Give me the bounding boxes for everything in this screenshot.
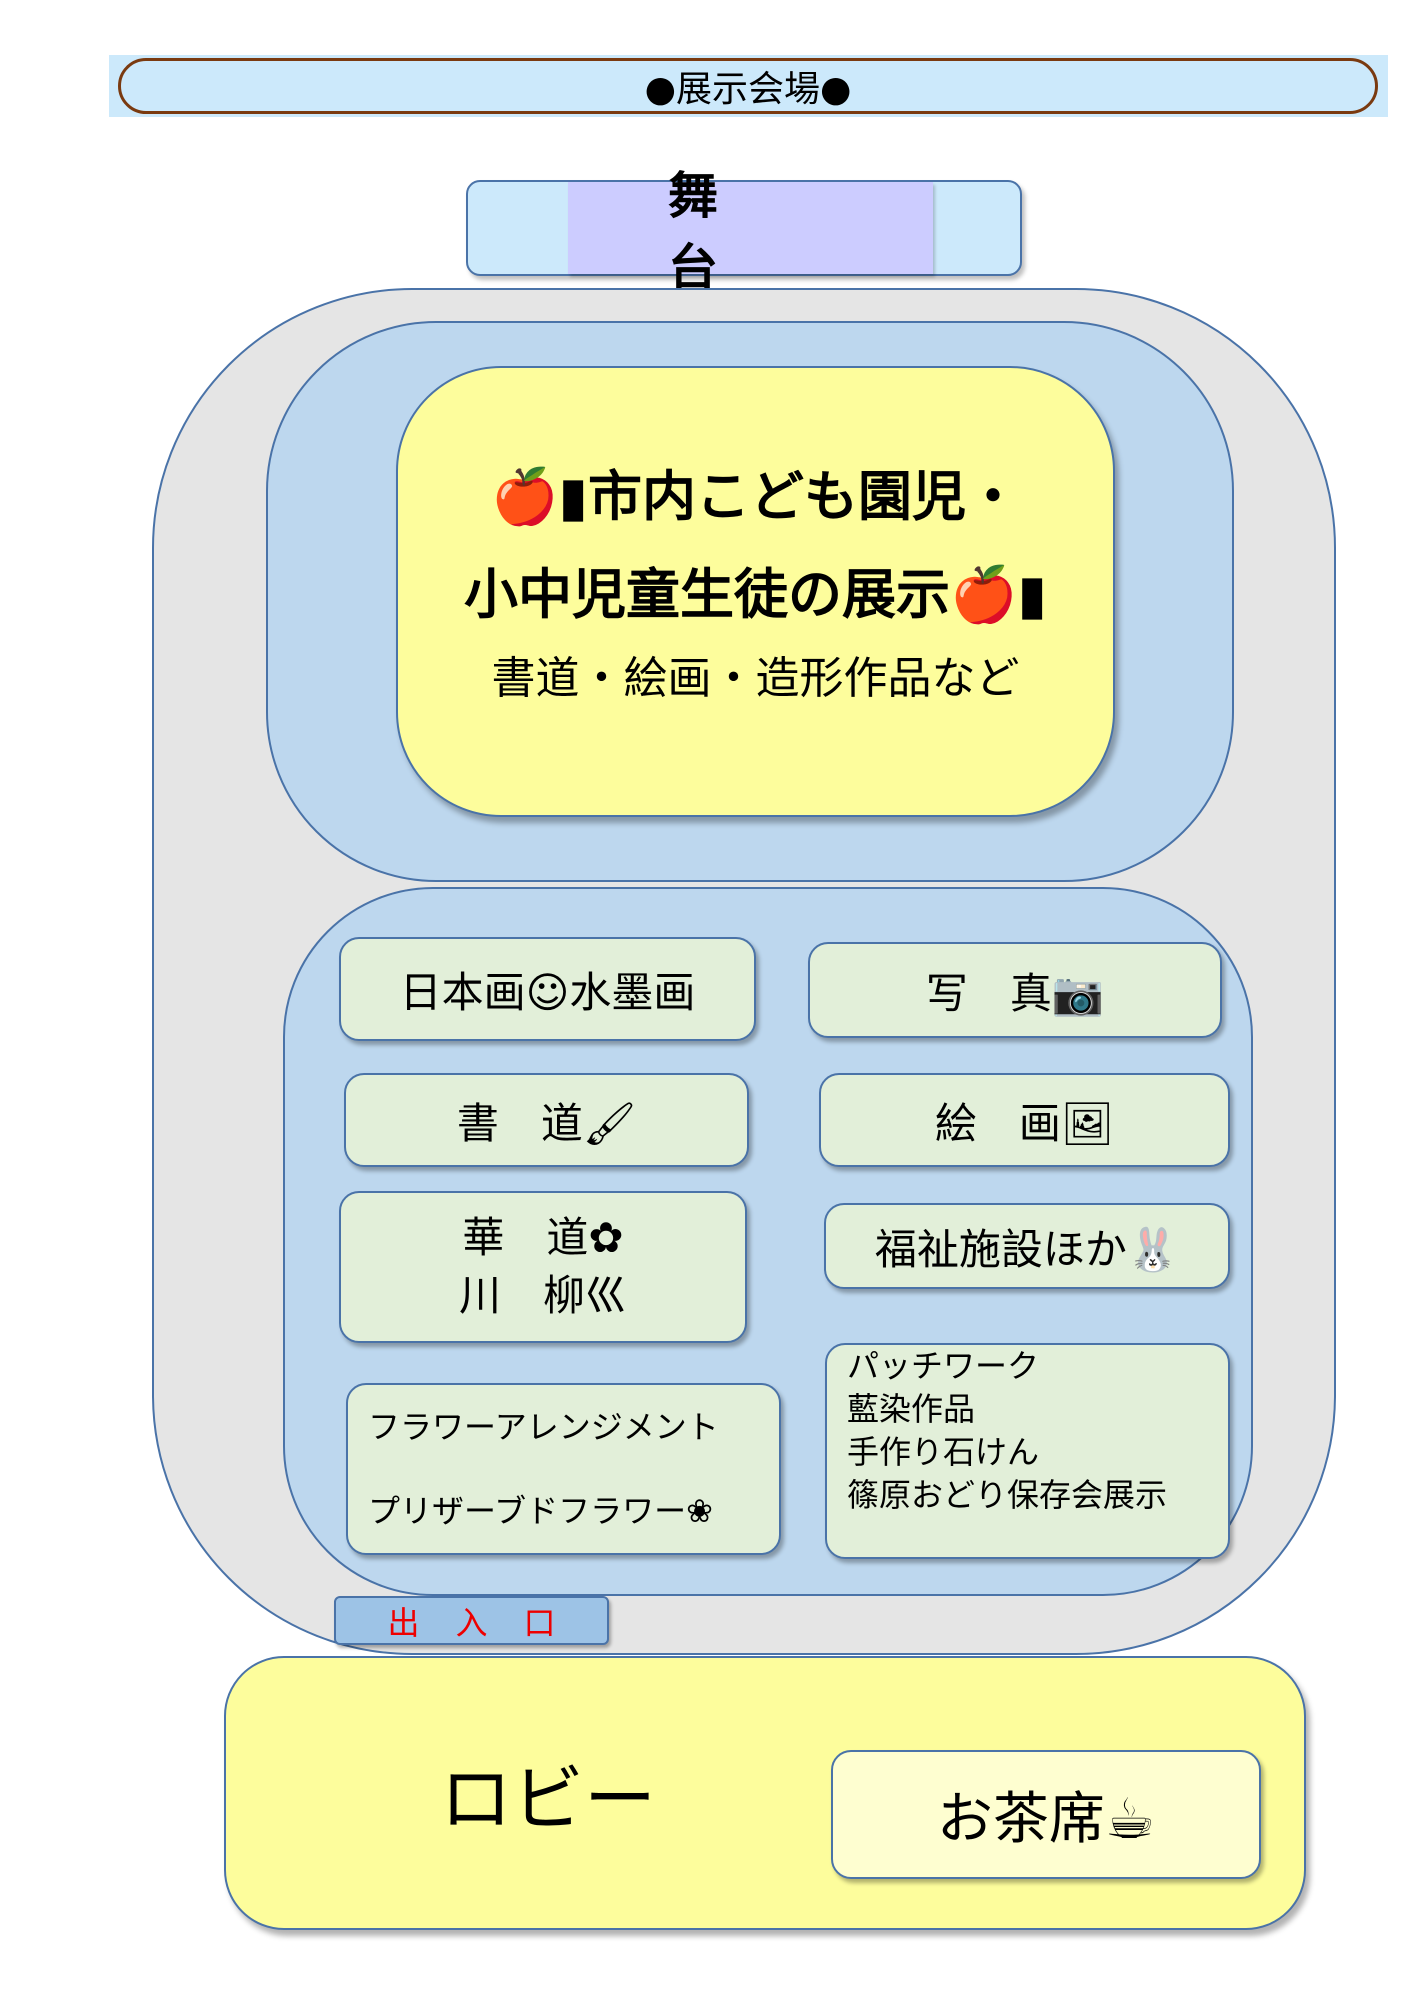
booth-label: 福祉施設ほか🐰 [874,1224,1180,1274]
booth-painting: 絵 画🖼 [819,1073,1230,1167]
title-banner-bg [109,55,1388,117]
children-exhibit-line3: 書道・絵画・造形作品など [491,653,1020,704]
stage-label: 舞台 [568,167,933,297]
booth-crafts: パッチワーク 藍染作品 手作り石けん 篠原おどり保存会展示 [825,1343,1230,1559]
booth-calligraphy: 書 道🖌 [344,1073,749,1167]
booth-label: 手作り石けん [847,1433,1040,1471]
booth-welfare: 福祉施設ほか🐰 [824,1203,1230,1289]
children-exhibit-line1: 🍎▮市内こども園児・ [491,465,1020,528]
booth-photo: 写 真📷 [808,942,1222,1038]
tea-label: お茶席☕ [936,1787,1156,1852]
booth-label: 藍染作品 [847,1390,976,1428]
booth-label: パッチワーク [847,1347,1040,1385]
booth-japanese-painting: 日本画☺水墨画 [339,937,756,1041]
booth-label: 川 柳巛 [458,1271,627,1320]
children-exhibit-line2: 小中児童生徒の展示🍎▮ [464,563,1047,626]
tea-ceremony-booth: お茶席☕ [831,1750,1261,1879]
lobby-label: ロビー [440,1757,657,1841]
venue-title: ●展示会場● [118,58,1378,114]
booth-ikebana-senryu: 華 道✿ 川 柳巛 [339,1191,747,1343]
booth-flower: フラワーアレンジメントプリザーブドフラワー❀ [346,1383,781,1555]
entrance: 出入口 [334,1596,609,1645]
children-exhibit: 🍎▮市内こども園児・ 小中児童生徒の展示🍎▮ 書道・絵画・造形作品など [396,366,1115,817]
booth-label: 華 道✿ [462,1213,624,1262]
booth-label: 日本画☺水墨画 [399,967,696,1017]
booth-label: 篠原おどり保存会展示 [847,1476,1168,1514]
booth-label: プリザーブドフラワー❀ [368,1492,713,1530]
venue-title-text: ●展示会場● [644,69,852,110]
booth-label: 書 道🖌 [456,1098,637,1148]
booth-label: 写 真📷 [925,968,1105,1018]
booth-label: フラワーアレンジメント [368,1408,719,1446]
booth-label: 絵 画🖼 [934,1098,1115,1148]
